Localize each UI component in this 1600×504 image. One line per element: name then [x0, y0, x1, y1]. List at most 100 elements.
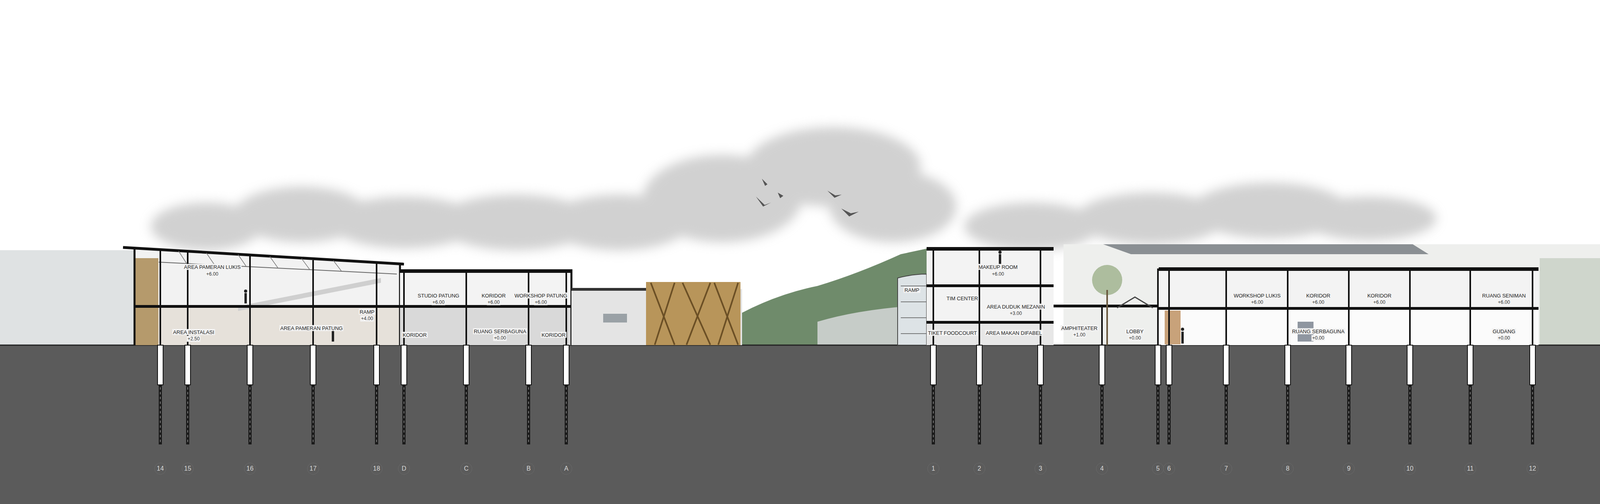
grid-bubble: 8 [1281, 462, 1294, 475]
grid-number: 6 [1167, 464, 1172, 472]
level-mark: +0.00 [493, 334, 507, 341]
grid-bubble: 5 [1151, 462, 1164, 475]
theatre-building [897, 246, 1054, 345]
grid-bubble: 1 [927, 462, 940, 475]
hill [740, 248, 929, 345]
grid-number: 16 [246, 464, 254, 472]
grid-number: 18 [373, 464, 381, 472]
gallery-building [123, 247, 404, 345]
grid-bubble: C [460, 462, 473, 475]
level-mark: +6.00 [486, 299, 501, 306]
room-label: KORIDOR [480, 292, 507, 299]
grid-number: B [526, 464, 531, 472]
room-label: FOODCOURT [942, 329, 978, 336]
grid-bubble: 2 [973, 462, 986, 475]
grid-number: A [564, 464, 569, 472]
grid-number: 4 [1100, 464, 1104, 472]
room-label: RUANG SENIMAN [1481, 292, 1527, 299]
grid-number: 2 [977, 464, 982, 472]
grid-bubble: 18 [370, 462, 383, 475]
birds [755, 178, 859, 217]
grid-number: 1 [931, 464, 936, 472]
room-label: AREA INSTALASI [172, 328, 216, 335]
grid-bubble: 11 [1464, 462, 1477, 475]
room-label: STUDIO PATUNG [417, 292, 461, 299]
grid-number: C [463, 464, 469, 472]
room-label: MAKEUP ROOM [977, 263, 1019, 270]
grid-bubble: 14 [154, 462, 167, 475]
room-label: KORIDOR [540, 331, 567, 338]
level-mark: +6.00 [991, 271, 1005, 277]
grid-bubble: A [560, 462, 573, 475]
room-label: AREA PAMERAN LUKIS [183, 263, 242, 270]
level-mark: +6.00 [1497, 299, 1511, 306]
room-label: AREA PAMERAN PATUNG [279, 325, 344, 331]
room-label: TIKET [927, 329, 944, 336]
room-label: AREA DUDUK MEZANIN [986, 303, 1047, 310]
grid-number: D [401, 464, 407, 472]
room-label: KORIDOR [401, 331, 428, 338]
level-mark: +6.00 [1311, 299, 1325, 306]
grid-bubble: 10 [1403, 462, 1416, 475]
room-label: GUDANG [1491, 328, 1516, 335]
grid-bubble: 9 [1342, 462, 1355, 475]
room-label: AMPHITEATER [1060, 325, 1099, 331]
level-mark: +6.00 [205, 271, 220, 277]
level-mark: +6.00 [431, 299, 446, 306]
room-label: WORKSHOP PATUNG [513, 292, 569, 299]
grid-bubble: 4 [1096, 462, 1108, 475]
room-label: KORIDOR [1366, 292, 1393, 299]
grid-bubble: 3 [1034, 462, 1047, 475]
grid-bubble: 6 [1163, 462, 1175, 475]
grid-bubble: D [398, 462, 410, 475]
room-label: RUANG SERBAGUNA [473, 328, 527, 335]
grid-bubble: 7 [1220, 462, 1233, 475]
room-label: WORKSHOP LUKIS [1232, 292, 1282, 299]
grid-bubble: B [522, 462, 535, 475]
level-mark: +1.00 [1072, 331, 1087, 338]
level-mark: +0.00 [1311, 334, 1325, 341]
clouds [150, 126, 1437, 250]
distant-roof [1103, 244, 1429, 254]
columns [160, 248, 1533, 345]
level-mark: +6.00 [534, 299, 548, 306]
room-label: AREA MAKAN DIFABEL [984, 329, 1043, 336]
backdrop [1063, 244, 1600, 345]
room-label: RUANG SERBAGUNA [1291, 328, 1346, 335]
grid-number: 12 [1528, 464, 1537, 472]
room-label: LOBBY [1125, 328, 1145, 335]
level-mark: +6.00 [1250, 299, 1264, 306]
grid-number: 14 [156, 464, 164, 472]
amphitheatre [1053, 264, 1159, 345]
level-mark: +0.00 [1497, 334, 1511, 341]
level-mark: +0.00 [1128, 334, 1142, 341]
grid-bubble: 12 [1526, 462, 1539, 475]
grid-number: 5 [1156, 464, 1160, 472]
workshop-building [1158, 267, 1539, 345]
grid-number: 7 [1224, 464, 1229, 472]
grid-number: 17 [309, 464, 317, 472]
level-mark: +3.00 [1009, 310, 1023, 317]
level-mark: +2.50 [186, 335, 201, 342]
grid-number: 3 [1038, 464, 1043, 472]
ground [0, 344, 1600, 504]
level-mark: +4.00 [360, 315, 374, 322]
room-label: TIM CENTER [945, 295, 979, 302]
level-mark: +6.00 [1372, 299, 1387, 306]
grid-bubble: 16 [244, 462, 256, 475]
service-building [571, 281, 743, 345]
studio-building [400, 269, 572, 345]
room-label: RAMP [358, 308, 376, 315]
backdrop [0, 250, 135, 345]
grid-number: 11 [1467, 464, 1474, 472]
backdrop [1539, 257, 1600, 345]
room-label: KORIDOR [1305, 292, 1332, 299]
grid-number: 9 [1347, 464, 1351, 472]
people [244, 250, 1185, 344]
room-label: RAMP [903, 286, 921, 293]
piles [157, 344, 1536, 445]
grid-number: 15 [184, 464, 192, 472]
grid-number: 10 [1406, 464, 1414, 472]
grid-bubble: 17 [307, 462, 320, 475]
